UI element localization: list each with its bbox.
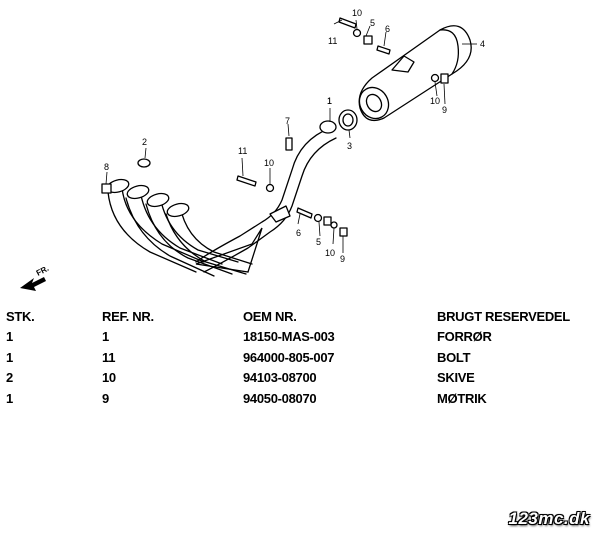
oem-number-cell: 94103-08700: [243, 370, 317, 386]
callout-5: 5: [370, 18, 375, 28]
callout-11: 11: [238, 146, 247, 156]
parts-table: STK. REF. NR. OEM NR. BRUGT RESERVEDEL 1…: [6, 306, 596, 409]
callout-1: 1: [327, 96, 332, 106]
quantity-cell: 1: [6, 329, 13, 345]
part-name-cell: MØTRIK: [437, 390, 487, 406]
column-header-part-name: BRUGT RESERVEDEL: [437, 308, 570, 324]
callout-3: 3: [347, 141, 352, 151]
leader-lines: [105, 19, 477, 253]
callout-8: 8: [104, 162, 109, 172]
oem-number-cell: 964000-805-007: [243, 349, 335, 365]
ref-number-cell: 11: [102, 349, 116, 365]
exhaust-parts-diagram: 1 1 2 3 4 5 6 7 8 10 11 11 10 6 5 10 9 1…: [20, 8, 485, 291]
site-watermark: 123mc.dk: [508, 509, 590, 528]
quantity-cell: 2: [6, 370, 13, 386]
callout-5: 5: [316, 237, 321, 247]
exhaust-header-pipes: [106, 120, 337, 277]
table-row: 1 9 94050-08070 MØTRIK: [6, 388, 596, 409]
oem-number-cell: 18150-MAS-003: [243, 329, 335, 345]
column-header-oem-number: OEM NR.: [243, 308, 297, 324]
front-direction-label: FR.: [35, 264, 51, 278]
quantity-cell: 1: [6, 349, 13, 365]
callout-1: 1: [327, 96, 332, 106]
part-name-cell: FORRØR: [437, 329, 492, 345]
quantity-cell: 1: [6, 390, 13, 406]
column-header-quantity: STK.: [6, 308, 35, 324]
table-header-row: STK. REF. NR. OEM NR. BRUGT RESERVEDEL: [6, 306, 596, 327]
column-header-ref-number: REF. NR.: [102, 308, 154, 324]
ref-number-cell: 1: [102, 329, 109, 345]
callout-10: 10: [325, 248, 335, 258]
hardware: [101, 17, 449, 237]
callout-10: 10: [264, 158, 274, 168]
callout-11: 11: [328, 36, 337, 46]
callout-4: 4: [480, 39, 485, 49]
oem-number-cell: 94050-08070: [243, 390, 317, 406]
front-direction-arrow-icon: FR.: [20, 264, 50, 291]
callout-2: 2: [142, 137, 147, 147]
callout-10: 10: [352, 8, 362, 18]
table-row: 1 11 964000-805-007 BOLT: [6, 347, 596, 368]
callout-6: 6: [385, 24, 390, 34]
callout-9: 9: [442, 105, 447, 115]
part-name-cell: SKIVE: [437, 370, 475, 386]
table-row: 1 1 18150-MAS-003 FORRØR: [6, 327, 596, 348]
callout-labels: 1 1 2 3 4 5 6 7 8 10 11 11 10 6 5 10 9 1…: [104, 8, 485, 264]
part-name-cell: BOLT: [437, 349, 471, 365]
ref-number-cell: 10: [102, 370, 116, 386]
callout-10: 10: [430, 96, 440, 106]
ref-number-cell: 9: [102, 390, 109, 406]
table-row: 2 10 94103-08700 SKIVE: [6, 368, 596, 389]
callout-7: 7: [285, 116, 290, 126]
muffler: [358, 25, 472, 122]
callout-6: 6: [296, 228, 301, 238]
callout-9: 9: [340, 254, 345, 264]
